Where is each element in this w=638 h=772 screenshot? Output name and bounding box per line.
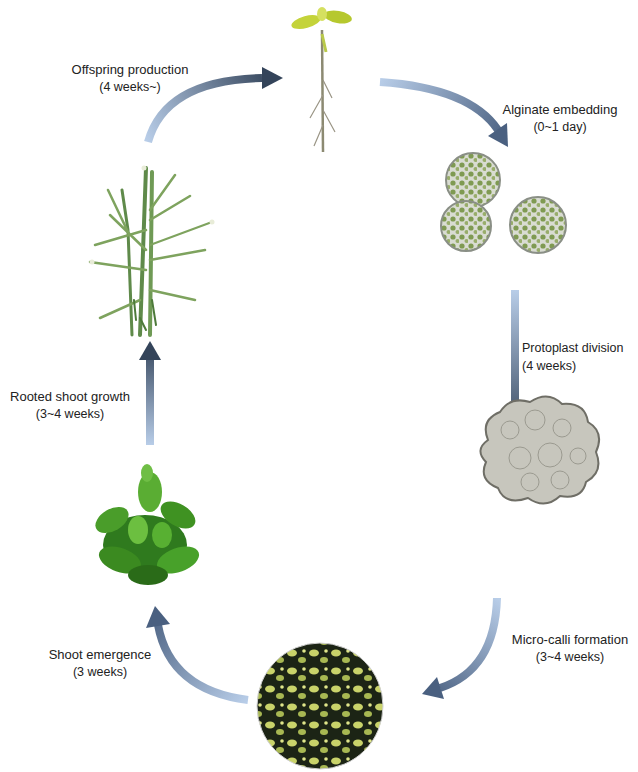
stage-label: Micro-calli formation — [512, 632, 628, 648]
duration-label: (4 weeks~) — [99, 79, 160, 95]
stage-label: Alginate embedding — [503, 102, 618, 118]
duration-label: (3~4 weeks) — [36, 406, 104, 422]
duration-label: (3~4 weeks) — [536, 649, 604, 665]
stage-label: Rooted shoot growth — [10, 389, 130, 405]
stage-label: Protoplast division — [522, 340, 623, 356]
duration-label: (3 weeks) — [73, 664, 127, 680]
stage-label: Offspring production — [72, 62, 189, 78]
duration-label: (0~1 day) — [533, 119, 586, 135]
duration-label: (4 weeks) — [522, 358, 576, 374]
stage-label: Shoot emergence — [49, 647, 152, 663]
